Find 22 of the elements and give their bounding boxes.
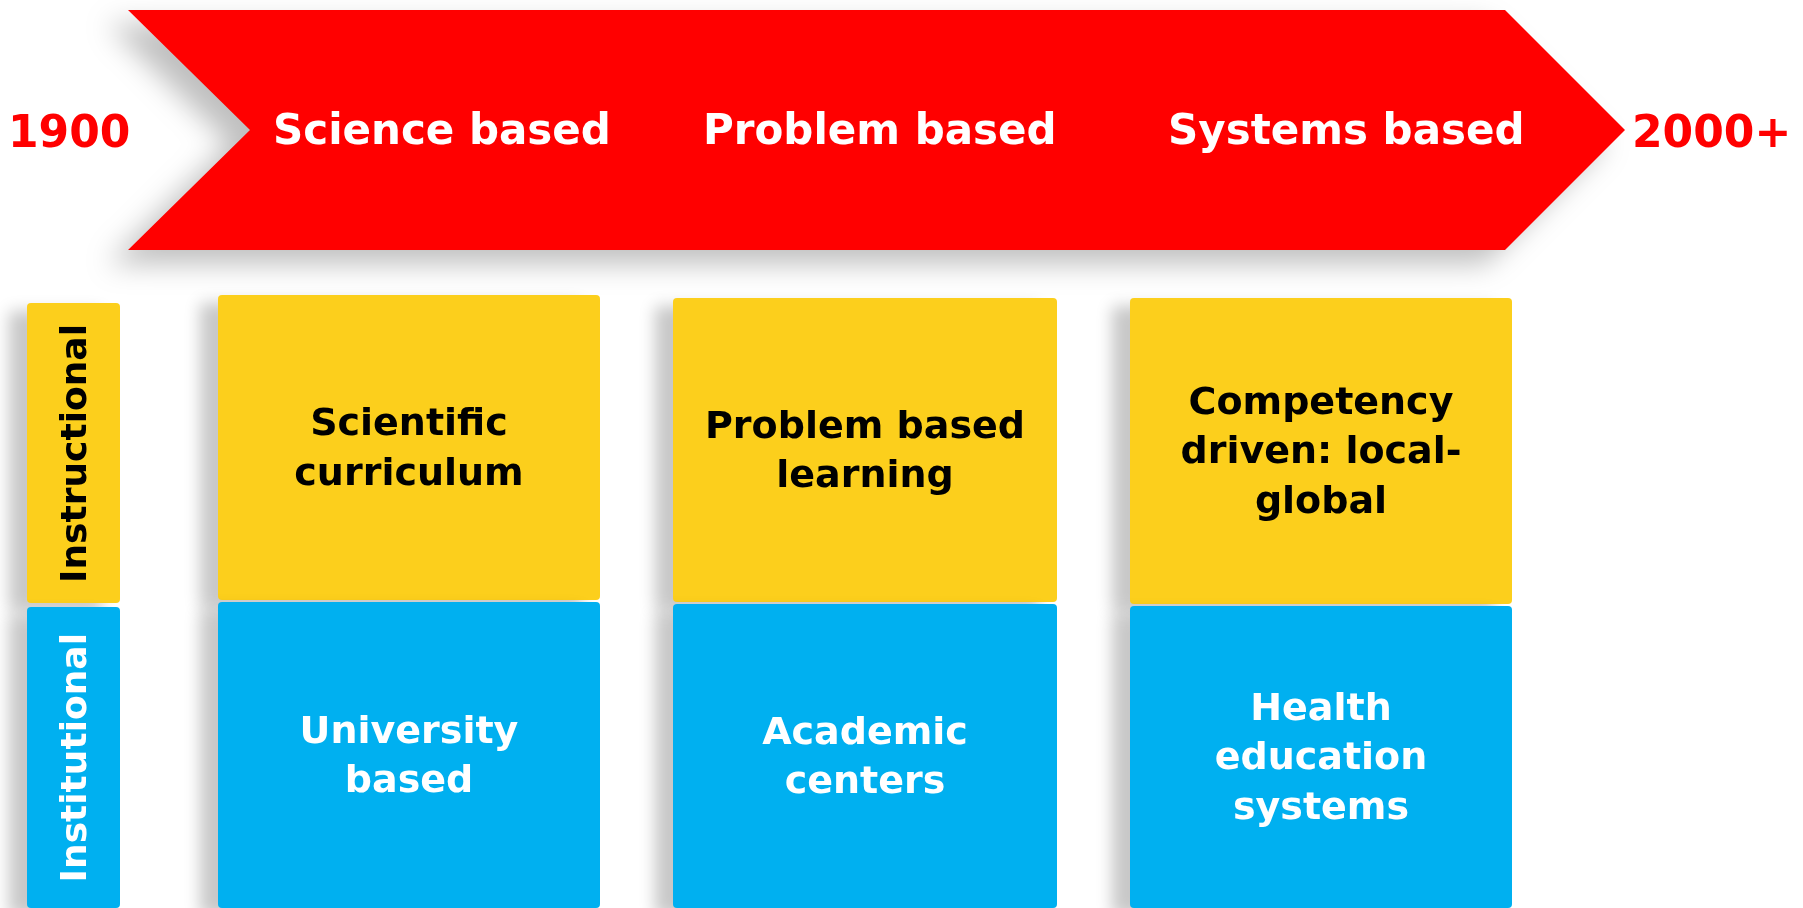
timeline-arrow xyxy=(128,10,1625,250)
category-label: Instructional xyxy=(53,323,94,583)
card-text: Health education systems xyxy=(1213,683,1429,830)
year-label: 2000+ xyxy=(1632,106,1792,157)
category-bar xyxy=(27,303,120,603)
stage-label: Problem based xyxy=(703,104,1057,156)
card-text: Scientific curriculum xyxy=(293,399,525,496)
stage-label: Systems based xyxy=(1168,104,1525,156)
card-text: Academic centers xyxy=(761,707,969,804)
stage-card xyxy=(218,295,600,600)
card-text: University based xyxy=(298,706,520,803)
stage-card xyxy=(673,604,1057,908)
card-text: Problem based learning xyxy=(704,401,1026,498)
stage-card xyxy=(673,298,1057,602)
category-bar xyxy=(27,607,120,908)
category-label: Institutional xyxy=(53,632,94,883)
stage-card xyxy=(1130,298,1512,604)
stage-label: Science based xyxy=(273,104,611,156)
card-text: Competency driven: local-global xyxy=(1179,377,1463,524)
stage-card xyxy=(1130,606,1512,908)
stage-card xyxy=(218,602,600,908)
year-label: 1900 xyxy=(8,106,131,157)
